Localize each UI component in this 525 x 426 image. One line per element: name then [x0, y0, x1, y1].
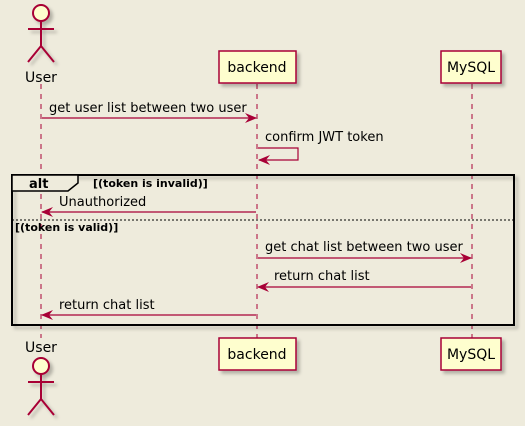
alt-keyword: alt	[29, 177, 48, 192]
participant-mysql-top	[440, 50, 502, 84]
actor-user-label-bottom: User	[25, 340, 57, 356]
message-label-1: get user list between two user	[49, 101, 247, 116]
message-label-4: get chat list between two user	[265, 240, 463, 255]
actor-user-top	[27, 4, 55, 63]
message-arrow-2	[258, 147, 299, 165]
participant-mysql-label-bottom: MySQL	[447, 347, 495, 363]
participant-mysql-bottom	[440, 337, 502, 371]
message-label-5: return chat list	[274, 269, 370, 284]
alt-guard-2: [(token is valid)]	[15, 221, 118, 234]
alt-fragment	[11, 174, 515, 326]
message-label-6: return chat list	[59, 298, 155, 313]
actor-user-label-top: User	[25, 70, 57, 86]
actor-user-bottom	[27, 357, 55, 416]
message-label-3: Unauthorized	[59, 195, 146, 210]
participant-backend-top	[218, 50, 297, 84]
participant-backend-label-top: backend	[227, 60, 286, 76]
alt-guard-1: [(token is invalid)]	[93, 177, 208, 190]
participant-mysql-label-top: MySQL	[447, 60, 495, 76]
message-label-2: confirm JWT token	[265, 130, 384, 145]
participant-backend-label-bottom: backend	[227, 347, 286, 363]
participant-backend-bottom	[218, 337, 297, 371]
alt-tab	[11, 174, 79, 192]
